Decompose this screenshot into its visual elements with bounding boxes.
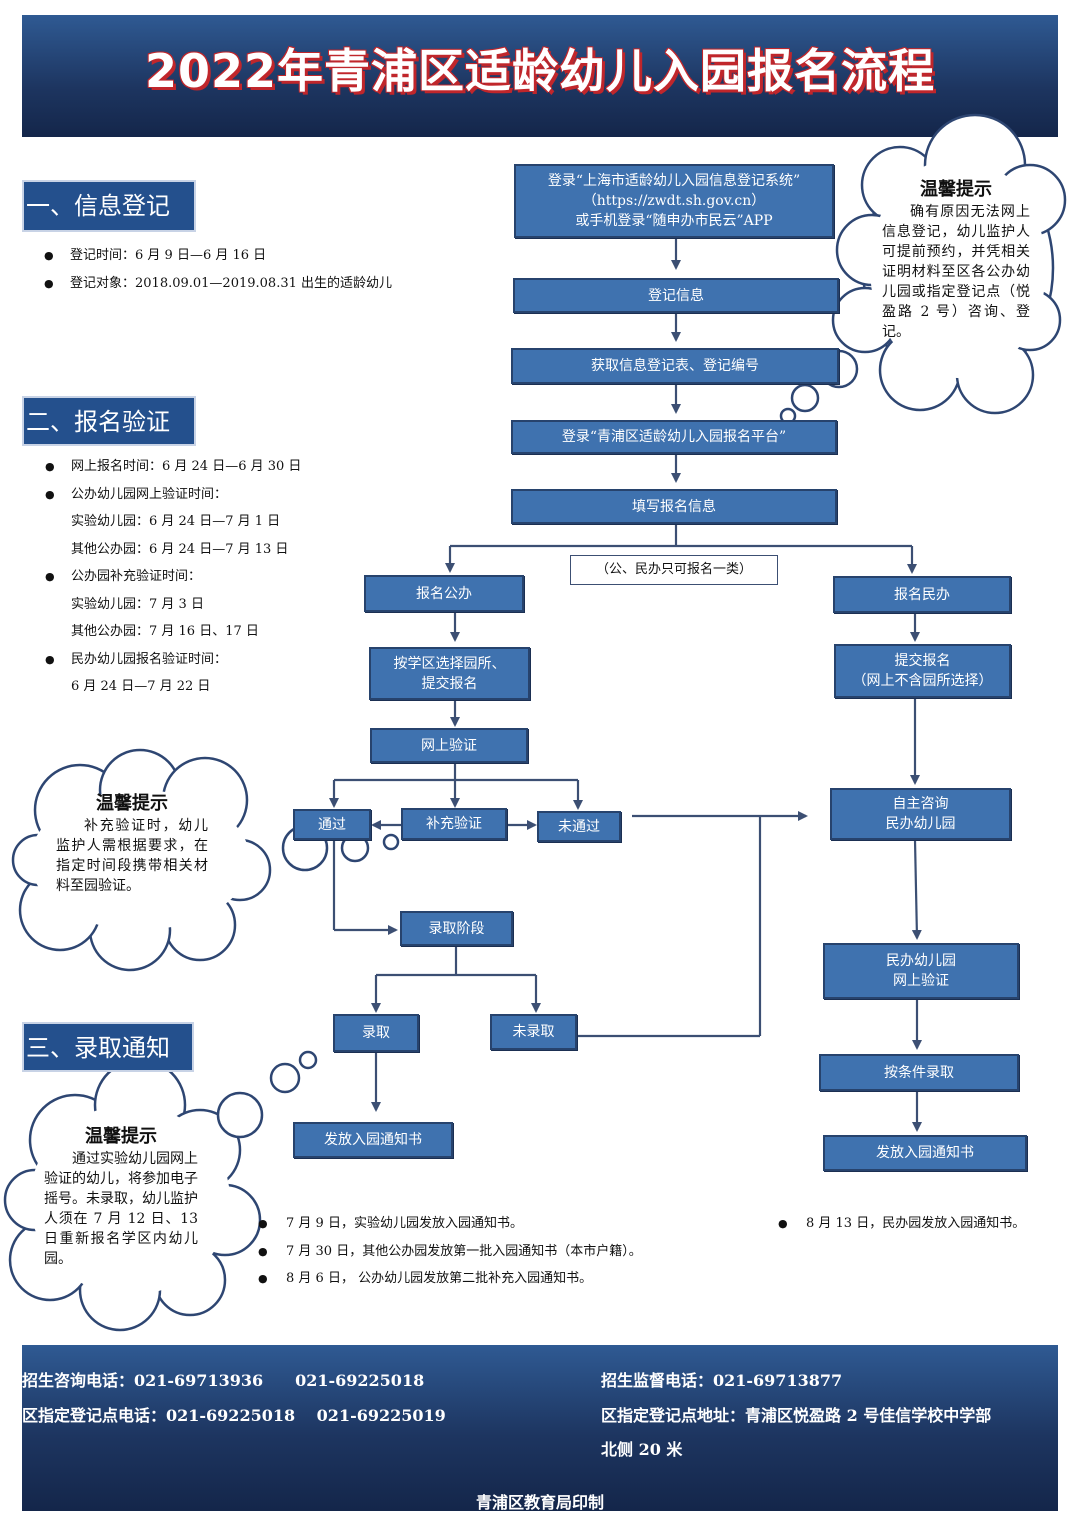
supplement-verify-box: 补充验证 <box>401 808 507 840</box>
conditional-admit-box: 按条件录取 <box>819 1054 1019 1091</box>
footer-banner: 招生咨询电话：021-69713936 021-69225018 区指定登记点电… <box>22 1345 1058 1512</box>
tip-text-2: 温馨提示 补充验证时，幼儿监护人需根据要求，在指定时间段携带相关材料至园验证。 <box>56 794 208 896</box>
login-system-line1: 登录“上海市适龄幼儿入园信息登记系统” <box>547 173 801 189</box>
tip-body: 补充验证时，幼儿监护人需根据要求，在指定时间段携带相关材料至园验证。 <box>56 818 208 894</box>
public-select-line1: 按学区选择园所、 <box>393 655 506 672</box>
list-item: 公办园补充验证时间： <box>45 563 301 591</box>
list-item: 网上报名时间：6 月 24 日—6 月 30 日 <box>45 453 301 481</box>
printer-credit: 青浦区教育局印制 <box>475 1493 604 1512</box>
section-header-application: 二、报名验证 <box>22 396 196 446</box>
login-system-line2: （https://zwdt.sh.gov.cn） <box>582 193 766 209</box>
list-subitem: 实验幼儿园：6 月 24 日—7 月 1 日 <box>71 514 281 529</box>
consult-private-box: 自主咨询 民办幼儿园 <box>830 788 1011 840</box>
public-apply-box: 报名公办 <box>364 575 524 612</box>
list-item: 8 月 13 日，民办园发放入园通知书。 <box>778 1210 1025 1238</box>
list-item: 登记时间：6 月 9 日—6 月 16 日 <box>44 242 392 270</box>
registration-info-list: 登记时间：6 月 9 日—6 月 16 日 登记对象：2018.09.01—20… <box>44 242 392 297</box>
list-item: 7 月 30 日，其他公办园发放第一批入园通知书（本市户籍）。 <box>258 1238 642 1266</box>
private-apply-box: 报名民办 <box>833 576 1011 613</box>
tip-text-1: 温馨提示 确有原因无法网上信息登记，幼儿监护人可提前预约，并凭相关证明材料至区各… <box>882 180 1030 342</box>
list-item: 8 月 6 日， 公办幼儿园发放第二批补充入园通知书。 <box>258 1265 642 1293</box>
list-item: 民办幼儿园报名验证时间： <box>45 646 301 674</box>
register-info-box: 登记信息 <box>513 278 839 313</box>
page-title: 2022年青浦区适龄幼儿入园报名流程 <box>144 44 936 98</box>
consult-line1: 自主咨询 <box>892 796 949 812</box>
fail-box: 未通过 <box>537 811 621 842</box>
application-info-list: 网上报名时间：6 月 24 日—6 月 30 日 公办幼儿园网上验证时间： 实验… <box>45 453 301 701</box>
tip-title: 温馨提示 <box>920 179 992 200</box>
private-verify-line1: 民办幼儿园 <box>886 953 956 969</box>
consult-line2: 民办幼儿园 <box>885 816 956 832</box>
tip-cloud-3 <box>3 1050 318 1332</box>
list-subitem: 6 月 24 日—7 月 22 日 <box>71 679 211 694</box>
list-item: 7 月 9 日，实验幼儿园发放入园通知书。 <box>258 1210 642 1238</box>
private-submit-box: 提交报名 （网上不含园所选择） <box>834 644 1011 698</box>
private-verify-box: 民办幼儿园 网上验证 <box>823 943 1019 999</box>
issue-notice-public-box: 发放入园通知书 <box>293 1122 453 1158</box>
login-system-line3: 或手机登录“随申办市民云”APP <box>575 213 773 229</box>
list-subitem: 实验幼儿园：7 月 3 日 <box>71 596 204 612</box>
issue-notice-private-box: 发放入园通知书 <box>823 1135 1027 1171</box>
private-verify-line2: 网上验证 <box>893 973 949 989</box>
public-select-box: 按学区选择园所、 提交报名 <box>369 647 530 700</box>
address-line1: 区指定登记点地址：青浦区悦盈路 2 号佳信学校中学部 <box>601 1406 992 1425</box>
note-one-type: （公、民办只可报名一类） <box>570 555 778 585</box>
tip-title: 温馨提示 <box>96 793 168 814</box>
login-platform-box: 登录“青浦区适龄幼儿入园报名平台” <box>511 420 837 454</box>
list-subitem: 其他公办园：7 月 16 日、17 日 <box>71 624 259 639</box>
admission-notice-list: 7 月 9 日，实验幼儿园发放入园通知书。 7 月 30 日，其他公办园发放第一… <box>258 1210 642 1293</box>
not-admitted-box: 未录取 <box>490 1014 577 1050</box>
fill-info-box: 填写报名信息 <box>511 489 837 524</box>
public-select-line2: 提交报名 <box>421 675 478 692</box>
tip-text-3: 温馨提示 通过实验幼儿园网上验证的幼儿，将参加电子摇号。未录取，幼儿监护人须在 … <box>44 1127 198 1269</box>
address-line2: 北侧 20 米 <box>601 1440 683 1459</box>
tip-body: 通过实验幼儿园网上验证的幼儿，将参加电子摇号。未录取，幼儿监护人须在 7 月 1… <box>44 1151 198 1267</box>
login-system-box: 登录“上海市适龄幼儿入园信息登记系统” （https://zwdt.sh.gov… <box>514 164 834 238</box>
online-verify-box: 网上验证 <box>370 728 528 763</box>
section-header-registration: 一、信息登记 <box>22 180 196 232</box>
admitted-box: 录取 <box>333 1014 419 1052</box>
admission-stage-box: 录取阶段 <box>400 911 513 946</box>
list-item: 登记对象：2018.09.01—2019.08.31 出生的适龄幼儿 <box>44 270 392 298</box>
consult-phone: 招生咨询电话：021-69713936 021-69225018 <box>22 1371 425 1390</box>
tip-title: 温馨提示 <box>85 1126 157 1147</box>
list-subitem: 其他公办园：6 月 24 日—7 月 13 日 <box>71 541 289 557</box>
supervise-phone: 招生监督电话：021-69713877 <box>601 1371 843 1390</box>
private-submit-line1: 提交报名 <box>894 653 951 669</box>
tip-cloud-2 <box>11 748 400 972</box>
section-header-admission: 三、录取通知 <box>22 1022 194 1072</box>
tip-cloud-1 <box>779 113 1067 425</box>
get-form-box: 获取信息登记表、登记编号 <box>511 348 839 384</box>
private-notice-list: 8 月 13 日，民办园发放入园通知书。 <box>778 1210 1025 1238</box>
register-phone: 区指定登记点电话：021-69225018 021-69225019 <box>22 1406 446 1425</box>
header-banner: 2022年青浦区适龄幼儿入园报名流程 <box>22 15 1058 137</box>
tip-body: 确有原因无法网上信息登记，幼儿监护人可提前预约，并凭相关证明材料至区各公办幼儿园… <box>882 204 1030 340</box>
private-submit-line2: （网上不含园所选择） <box>852 673 993 689</box>
pass-box: 通过 <box>293 809 371 840</box>
list-item: 公办幼儿园网上验证时间： <box>45 481 301 509</box>
